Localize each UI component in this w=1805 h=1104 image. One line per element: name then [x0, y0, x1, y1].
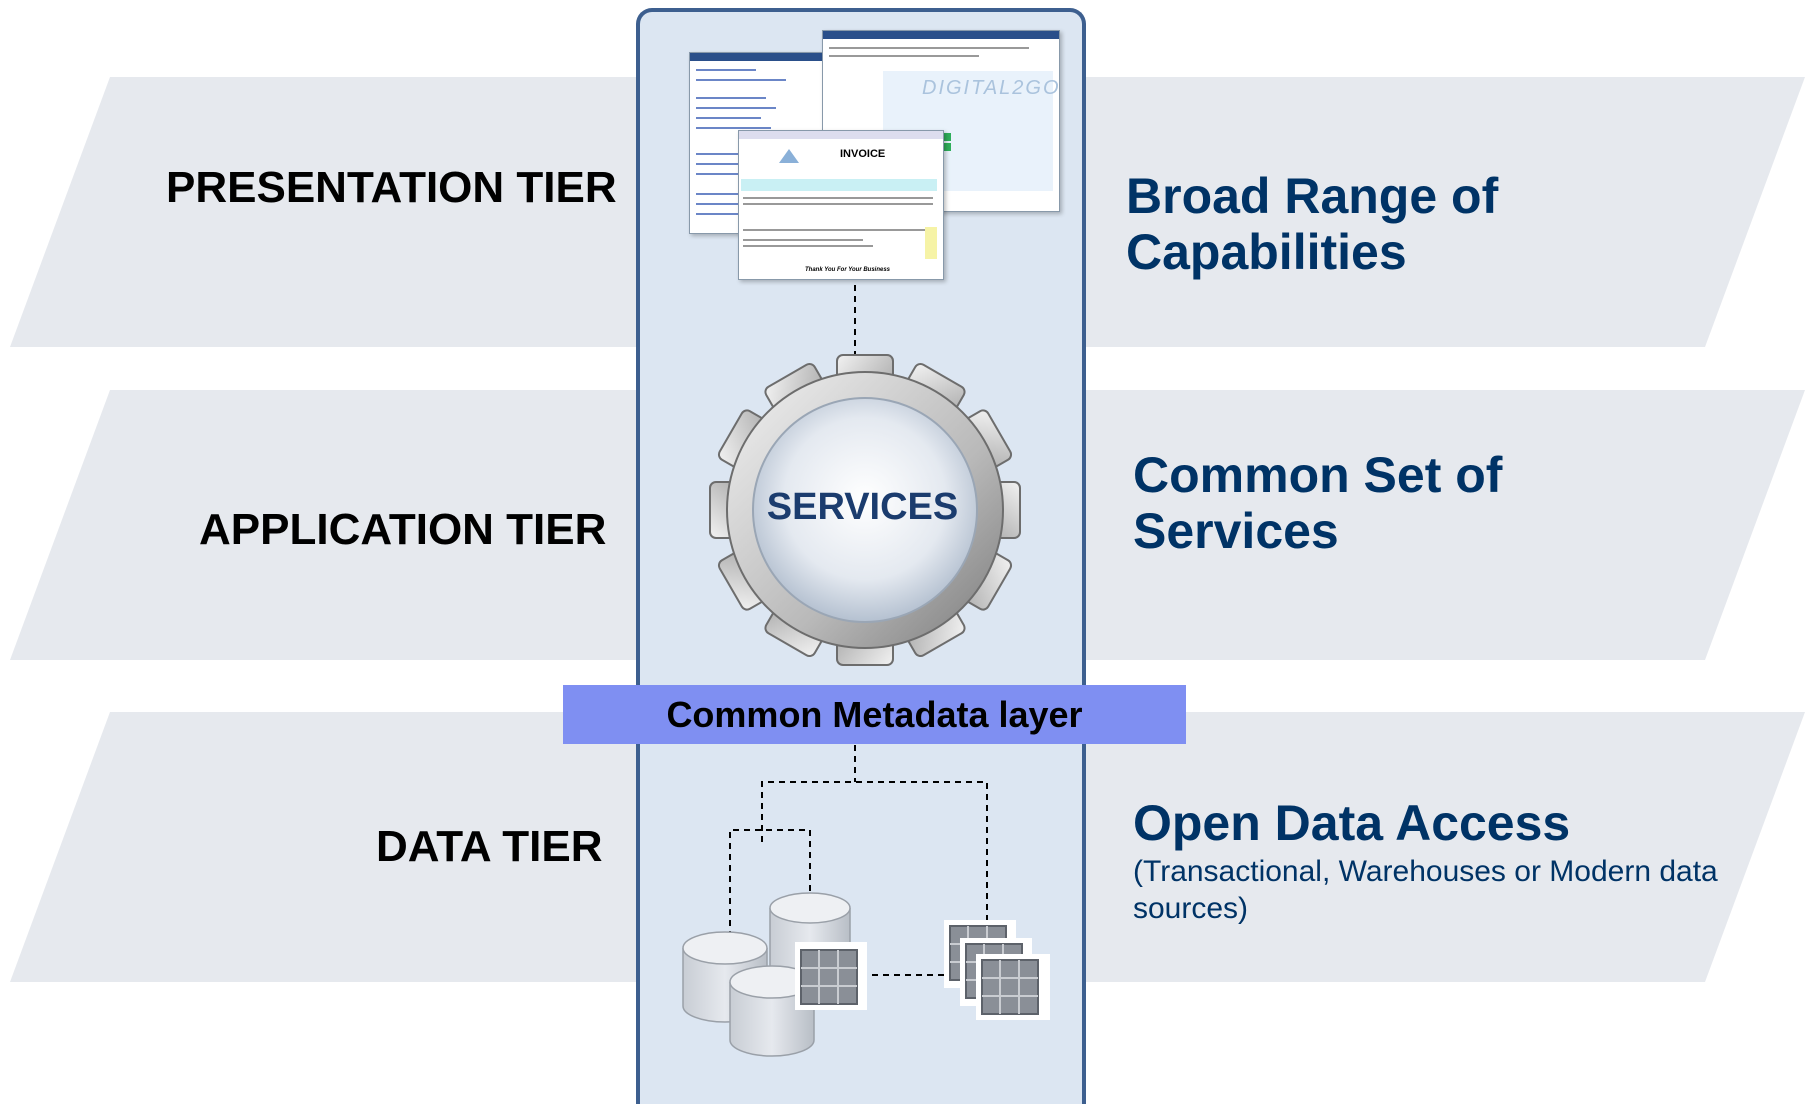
data-tier-label: DATA TIER — [376, 822, 603, 871]
application-tier-label: APPLICATION TIER — [199, 505, 607, 554]
dashboard-logo: DIGITAL2GO — [922, 77, 1061, 99]
application-benefit-line2: Services — [1133, 503, 1339, 559]
gear-icon — [709, 354, 1021, 666]
presentation-benefit: Broad Range of Capabilities — [1126, 168, 1498, 280]
common-metadata-layer: Common Metadata layer — [563, 685, 1186, 744]
presentation-benefit-line2: Capabilities — [1126, 224, 1407, 280]
cube-stack-icon — [944, 920, 1050, 1020]
services-label: SERVICES — [766, 486, 959, 528]
data-benefit-subtitle-line1: (Transactional, Warehouses or Modern dat… — [1133, 855, 1718, 888]
data-benefit-subtitle-line2: sources) — [1133, 892, 1249, 925]
cube-icon — [795, 942, 867, 1010]
presentation-tier-label: PRESENTATION TIER — [166, 163, 617, 212]
application-benefit: Common Set of Services — [1133, 447, 1502, 559]
presentation-benefit-line1: Broad Range of — [1126, 168, 1499, 224]
connector-to-cube-group — [761, 781, 988, 920]
invoice-title: INVOICE — [840, 148, 886, 160]
data-benefit: Open Data Access (Transactional, Warehou… — [1133, 795, 1718, 927]
application-benefit-line1: Common Set of — [1133, 447, 1503, 503]
data-benefit-title: Open Data Access — [1133, 795, 1571, 851]
invoice-thanks: Thank You For Your Business — [805, 267, 891, 273]
invoice-window-screenshot — [738, 130, 944, 280]
